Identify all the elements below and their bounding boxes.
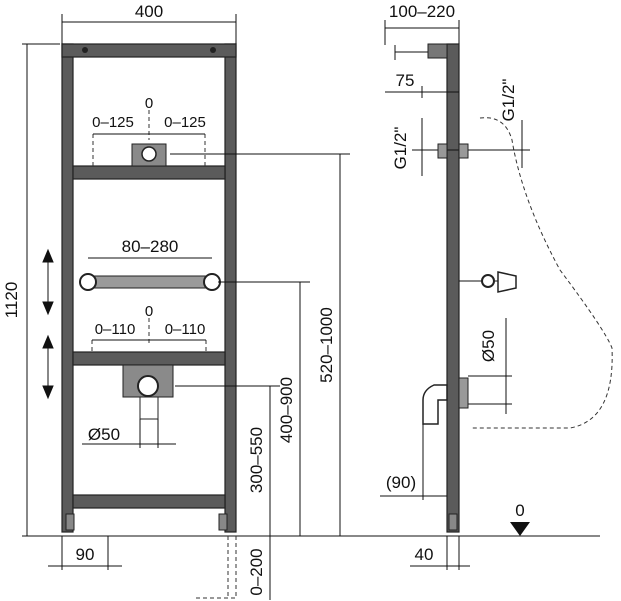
outlet-offset-label: (90) (386, 473, 416, 492)
top-offset-left: 0–125 (92, 114, 134, 131)
adjustable-bracket (84, 275, 216, 289)
drain-height-label: 300–550 (247, 427, 266, 493)
flush-fitting (459, 271, 517, 293)
leg-extension-label: 0–200 (247, 548, 266, 595)
top-bolt-left (82, 47, 88, 53)
lower-offset-right: 0–110 (165, 321, 206, 338)
inlet-offset-label: 75 (396, 71, 415, 90)
lower-offset-zero: 0 (145, 303, 153, 320)
top-offset-right: 0–125 (164, 114, 206, 131)
foot-depth-label: 40 (415, 545, 434, 564)
width-label: 400 (135, 2, 163, 21)
top-offset-zero: 0 (145, 95, 153, 112)
height-label: 1120 (2, 282, 21, 319)
side-post (446, 43, 460, 533)
front-view: 400 1120 0 0–125 0–125 80–280 0 0–110 (2, 2, 380, 600)
outlet-connector (458, 377, 469, 409)
lower-crossbar (72, 351, 226, 366)
thread-left-label: G1/2" (391, 127, 410, 170)
outlet-diameter-label: Ø50 (479, 330, 498, 362)
floor-level-label: 0 (515, 501, 524, 520)
inlet-height-label: 520–1000 (317, 307, 336, 383)
left-post (61, 43, 74, 533)
top-bolt-right (210, 47, 216, 53)
bottom-crossbar (72, 494, 226, 509)
drain-pipe (139, 396, 159, 420)
bracket-hole-right (203, 273, 221, 291)
thread-right-label: G1/2" (499, 79, 518, 122)
adjust-arrows (42, 248, 54, 400)
top-crossbar (61, 43, 237, 58)
floor-level-marker (510, 522, 530, 536)
inlet-valve (427, 43, 448, 59)
urinal-outline (470, 117, 613, 429)
upper-crossbar (72, 165, 226, 180)
leg-width-label: 90 (76, 545, 95, 564)
foot-right (218, 513, 228, 531)
inlet-depth-label: 100–220 (389, 2, 455, 21)
flush-connector-rear (458, 143, 469, 159)
outlet-elbow (422, 384, 448, 425)
foot-left (65, 513, 75, 531)
lower-offset-left: 0–110 (95, 321, 136, 338)
side-foot (448, 513, 458, 531)
flush-connector (437, 143, 448, 159)
bracket-span-label: 80–280 (122, 237, 179, 256)
drain-fitting (137, 375, 159, 397)
side-view: 100–220 75 G1/2" G1/2" (378, 2, 613, 570)
inlet-fitting (141, 146, 157, 162)
right-post (224, 43, 237, 533)
drain-diameter-label: Ø50 (88, 425, 120, 444)
bracket-height-label: 400–900 (277, 377, 296, 443)
bracket-hole-left (79, 273, 97, 291)
